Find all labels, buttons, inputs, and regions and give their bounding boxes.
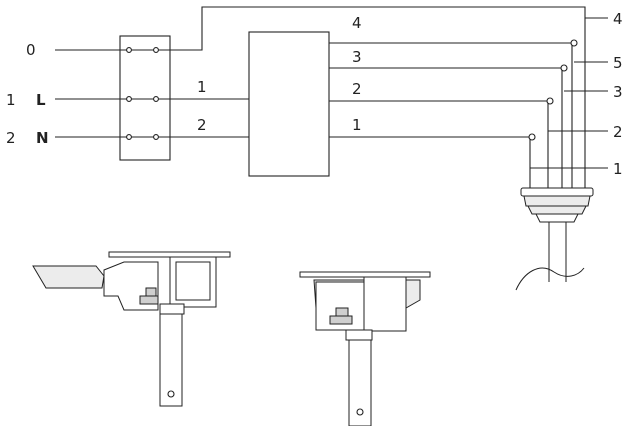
terminal-screw-n-in — [126, 134, 132, 140]
output-label-1: 1 — [352, 116, 362, 134]
output-wire-4 — [329, 42, 573, 188]
bracket-inner — [175, 261, 211, 301]
terminal-number-n: 2 — [6, 129, 16, 147]
gland-body — [523, 195, 591, 207]
front-connector-upper — [335, 307, 349, 317]
junction-2 — [546, 97, 554, 105]
terminal-block: 0 1 L 2 N — [6, 35, 171, 161]
cable-break-line — [515, 267, 585, 291]
terminal-screw-0-in — [126, 47, 132, 53]
core-label-3: 3 — [613, 83, 623, 101]
wire-core-4 — [158, 6, 586, 188]
output-wire-3 — [329, 67, 563, 188]
connector-block-upper — [145, 287, 157, 297]
terminal-screw-0-out — [153, 47, 159, 53]
terminal-screw-l-in — [126, 96, 132, 102]
core-label-2: 2 — [613, 123, 623, 141]
gland-nut — [527, 205, 587, 215]
output-label-2: 2 — [352, 80, 362, 98]
front-connector-lower — [329, 315, 353, 325]
cable-gland — [515, 187, 594, 291]
front-mounting-pole — [348, 339, 372, 426]
gland-top-ring — [520, 187, 594, 197]
pole-hole — [167, 390, 175, 398]
output-wire-2 — [329, 100, 549, 188]
output-label-4: 4 — [352, 14, 362, 32]
input-label-2: 2 — [197, 116, 207, 134]
terminal-screw-n-out — [153, 134, 159, 140]
terminal-label-n: N — [36, 129, 49, 147]
core-label-1: 1 — [613, 160, 623, 178]
junction-3 — [560, 64, 568, 72]
mounting-plate — [108, 251, 231, 258]
core-label-5: 5 — [613, 54, 623, 72]
junction-1 — [528, 133, 536, 141]
luminaire-arm-head — [32, 265, 105, 289]
output-label-3: 3 — [352, 48, 362, 66]
front-pole-adapter — [345, 329, 373, 341]
output-wire-1 — [329, 136, 531, 188]
front-pole-hole — [356, 408, 364, 416]
pole-adapter — [159, 303, 185, 315]
driver-box — [248, 31, 330, 177]
gland-seal — [535, 213, 579, 223]
front-mounting-plate — [299, 271, 431, 278]
input-label-1: 1 — [197, 78, 207, 96]
terminal-number-l: 1 — [6, 91, 16, 109]
core-label-4: 4 — [613, 10, 623, 28]
front-bracket — [363, 276, 407, 332]
terminal-label-l: L — [36, 91, 46, 109]
mounting-pole — [159, 313, 183, 407]
luminaire-front-view — [299, 271, 431, 426]
luminaire-side-view — [32, 251, 231, 407]
terminal-label-0: 0 — [26, 41, 36, 59]
junction-4 — [570, 39, 578, 47]
terminal-screw-l-out — [153, 96, 159, 102]
connector-block-lower — [139, 295, 159, 305]
